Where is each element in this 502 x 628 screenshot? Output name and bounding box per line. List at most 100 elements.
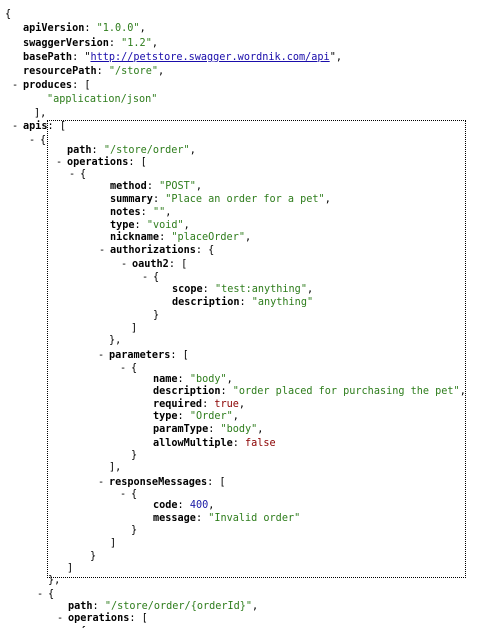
json-punctuation: ", [329,52,342,63]
json-punctuation: } [153,310,160,321]
json-line: -authorizations: { [99,244,214,258]
json-punctuation: { [131,489,138,500]
json-line: name: "body", [153,373,233,387]
json-key: produces [23,80,73,91]
json-punctuation: } [131,450,138,461]
json-punctuation: : [ [207,477,226,488]
json-punctuation: ] [110,538,117,549]
collapse-toggle[interactable]: - [69,169,76,180]
json-string-value: "application/json" [47,94,158,105]
json-punctuation: : [159,232,172,243]
json-punctuation: }, [48,575,61,586]
json-line: -{ [29,134,46,148]
json-string-value: "void" [146,220,184,231]
collapse-toggle[interactable]: - [29,135,36,146]
json-punctuation: : [177,411,190,422]
json-key: method [110,181,147,192]
json-line: type: "void", [110,219,190,233]
base-path-link[interactable]: http://petstore.swagger.wordnik.com/api [90,52,330,63]
json-key: notes [110,207,141,218]
json-line: -{ [37,588,54,602]
json-key: code [153,500,178,511]
json-key: type [153,411,178,422]
json-key: resourcePath [23,66,97,77]
json-punctuation: , [151,38,158,49]
json-line: -operations: [ [57,612,148,626]
collapse-toggle[interactable]: - [98,350,105,361]
json-string-value: "body" [189,374,227,385]
json-string-value: "/store" [108,66,158,77]
json-key: message [153,513,196,524]
json-punctuation: : [232,438,246,449]
json-punctuation: : [177,374,190,385]
json-line: basePath: "http://petstore.swagger.wordn… [23,51,342,65]
json-punctuation: ], [109,462,122,473]
json-punctuation: }, [109,335,122,346]
json-string-value: "Place an order for a pet" [165,194,325,205]
json-key: swaggerVersion [23,38,109,49]
json-punctuation: : [177,500,190,511]
json-line: nickname: "placeOrder", [110,231,251,245]
json-punctuation: : " [72,52,91,63]
json-string-value: "order placed for purchasing the pet" [232,386,460,397]
collapse-toggle[interactable]: - [121,259,128,270]
collapse-toggle[interactable]: - [12,80,19,91]
json-punctuation: { [80,169,87,180]
json-boolean-value: true [214,399,239,410]
json-punctuation: , [139,23,146,34]
json-punctuation: : [ [168,259,188,270]
json-key: description [153,386,221,397]
json-key: apiVersion [23,23,85,34]
json-line: resourcePath: "/store", [23,65,164,79]
json-punctuation: : [202,284,215,295]
json-line: path: "/store/order", [67,144,196,158]
collapse-toggle[interactable]: - [98,477,105,488]
json-punctuation: : [ [129,613,148,624]
collapse-toggle[interactable]: - [120,363,127,374]
json-punctuation: { [131,363,138,374]
json-line: ] [110,537,116,551]
json-punctuation: : [202,399,215,410]
json-punctuation: : [ [47,121,66,132]
json-number-value: 400 [189,500,209,511]
collapse-toggle[interactable]: - [69,625,75,628]
json-punctuation: , [252,601,259,612]
json-line: { [5,8,11,22]
collapse-toggle[interactable]: - [37,589,44,600]
collapse-toggle[interactable]: - [12,121,19,132]
collapse-toggle[interactable]: - [56,157,63,168]
json-key: nickname [110,232,160,243]
json-string-value: "1.0.0" [96,23,140,34]
json-line: code: 400, [153,499,214,513]
json-line: scope: "test:anything", [172,283,313,297]
json-line: "application/json" [47,93,157,107]
json-key: parameters [109,350,171,361]
json-string-value: "/store/order/{orderId}" [104,601,253,612]
json-key: required [153,399,203,410]
json-punctuation: , [459,386,466,397]
json-punctuation: { [5,9,12,20]
json-punctuation: : [91,145,104,156]
json-line: message: "Invalid order" [153,512,300,526]
collapse-toggle[interactable]: - [57,613,64,624]
collapse-toggle[interactable]: - [142,272,149,283]
json-punctuation: : [92,601,105,612]
json-punctuation: : [152,194,166,205]
json-line: -{ [120,488,138,502]
json-punctuation: : [84,23,97,34]
json-line: -apis: [ [12,120,66,134]
json-punctuation: : [208,424,221,435]
json-line: swaggerVersion: "1.2", [23,37,158,51]
json-string-value: "Invalid order" [208,513,301,524]
json-punctuation: , [208,500,215,511]
json-line: } [153,309,159,323]
json-key: responseMessages [109,477,208,488]
json-punctuation: : [195,513,209,524]
json-punctuation: : [134,220,147,231]
json-line: -oauth2: [ [121,258,188,272]
json-string-value: "Order" [189,411,233,422]
collapse-toggle[interactable]: - [120,489,127,500]
collapse-toggle[interactable]: - [99,245,106,256]
json-string-value: "placeOrder" [171,232,245,243]
